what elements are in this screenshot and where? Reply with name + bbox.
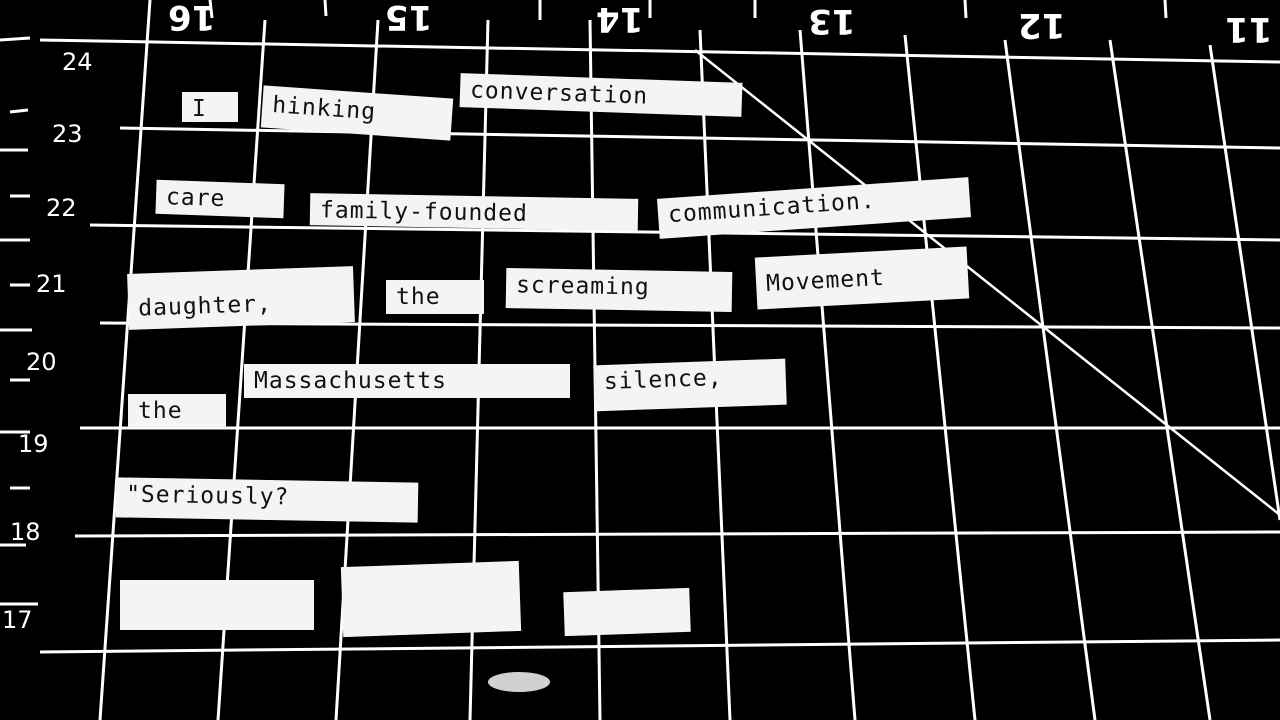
word-strip	[340, 560, 522, 638]
ruler-left-18: 18	[10, 518, 41, 546]
ruler-top-12: 12	[1018, 5, 1066, 45]
word-strip: daughter,	[127, 266, 355, 330]
ruler-left-21: 21	[36, 270, 67, 298]
ruler-top-14: 14	[596, 0, 644, 39]
ruler-left-22: 22	[46, 194, 77, 222]
word-strip: family-founded	[309, 193, 639, 231]
ruler-left-24: 24	[62, 48, 93, 76]
word-strip: care	[155, 179, 285, 219]
ruler-top-13: 13	[808, 1, 856, 41]
word-strip	[563, 587, 691, 637]
word-strip	[120, 580, 314, 630]
word-strip: I	[182, 92, 238, 122]
word-strip: Movement	[754, 246, 970, 310]
word-strip: Massachusetts	[244, 364, 570, 398]
word-strip: the	[386, 280, 484, 314]
word-strip: screaming	[505, 268, 733, 312]
word-strip: the	[128, 394, 226, 428]
ruler-left-19: 19	[18, 430, 49, 458]
word-strip: silence,	[593, 358, 787, 412]
ruler-top-16: 16	[168, 0, 216, 37]
word-strip: "Seriously?	[115, 477, 419, 523]
ruler-left-23: 23	[52, 120, 83, 148]
ruler-top-15: 15	[385, 0, 433, 37]
ruler-left-20: 20	[26, 348, 57, 376]
ruler-top-11: 11	[1225, 9, 1273, 49]
paper-scrap	[488, 672, 550, 692]
ruler-left-17: 17	[2, 606, 33, 634]
